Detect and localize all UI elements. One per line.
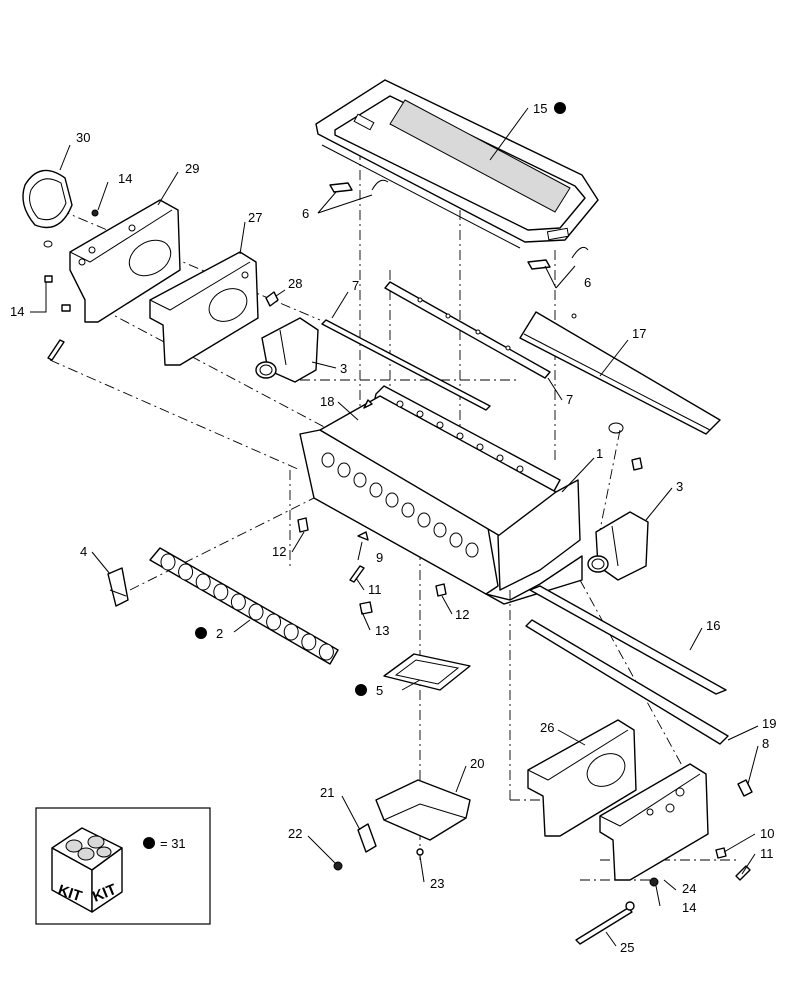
fasteners-left [43,209,279,361]
part-27-bracket [149,251,259,366]
callout-9: 9 [376,550,383,565]
fasteners-right [297,313,753,887]
callout-19: 19 [762,716,776,731]
callout-21: 21 [320,785,334,800]
part-5-gasket [383,653,471,691]
kit-box-icon: KIT KIT [51,827,123,913]
part-21-bracket [357,823,377,853]
legend-dot [143,837,155,849]
tray-holes [321,400,524,558]
callout-28: 28 [288,276,302,291]
callout-26: 26 [540,720,554,735]
strip-hole [248,603,264,621]
callout-2: 2 [216,626,223,641]
callout-13: 13 [375,623,389,638]
callout-22: 22 [288,826,302,841]
part-6-clips [329,179,589,270]
callout-7: 7 [352,278,359,293]
callout-10: 10 [760,826,774,841]
part-24-bracket [599,763,709,881]
callout-23: 23 [430,876,444,891]
callout-labels: 15 30 14 29 27 6 6 28 14 7 17 3 7 18 1 3… [10,101,776,955]
callout-7: 7 [566,392,573,407]
strip-hole [213,583,229,601]
callout-30: 30 [76,130,90,145]
part-3-nozzle-left [255,317,319,383]
strip-hole [283,623,299,641]
callout-24: 24 [682,881,696,896]
callout-14: 14 [118,171,132,186]
callout-3: 3 [676,479,683,494]
part-26-bracket [527,719,637,837]
callout-20: 20 [470,756,484,771]
strip-hole [160,553,176,571]
part-2-hole-strip [149,547,339,665]
callout-3: 3 [340,361,347,376]
part-4-clip [107,567,129,607]
part-29-bracket [69,199,181,323]
part-7-strips [321,281,551,411]
part-1-main-tray [299,385,583,605]
callout-8: 8 [762,736,769,751]
callout-4: 4 [80,544,87,559]
callout-14: 14 [682,900,696,915]
callout-14: 14 [10,304,24,319]
legend-equals-31: = 31 [160,836,186,851]
callout-25: 25 [620,940,634,955]
part-16-strip [525,585,729,745]
callout-6: 6 [584,275,591,290]
part-15-top-frame [315,79,599,249]
strip-hole [195,573,211,591]
part-20-cover [375,779,471,841]
part-3-nozzle-right [587,511,649,581]
kit-label-1: KIT [56,882,84,906]
callout-27: 27 [248,210,262,225]
callout-11: 11 [760,846,774,861]
part-30-loop [22,169,73,229]
strip-hole [266,613,282,631]
callout-11: 11 [368,582,382,597]
leader-lines [30,107,759,947]
callout-18: 18 [320,394,334,409]
callout-15: 15 [533,101,547,116]
part-17-plate [519,311,721,435]
part-25-rod [575,901,635,945]
callout-12: 12 [272,544,286,559]
callout-17: 17 [632,326,646,341]
callout-29: 29 [185,161,199,176]
filled-dot-marker [195,102,566,696]
callout-16: 16 [706,618,720,633]
kit-legend-box: KIT KIT = 31 [35,807,211,925]
callout-1: 1 [596,446,603,461]
callout-5: 5 [376,683,383,698]
callout-12: 12 [455,607,469,622]
strip-hole [318,643,334,661]
strip-hole [178,563,194,581]
strip-hole [230,593,246,611]
strip-hole [301,633,317,651]
callout-6: 6 [302,206,309,221]
